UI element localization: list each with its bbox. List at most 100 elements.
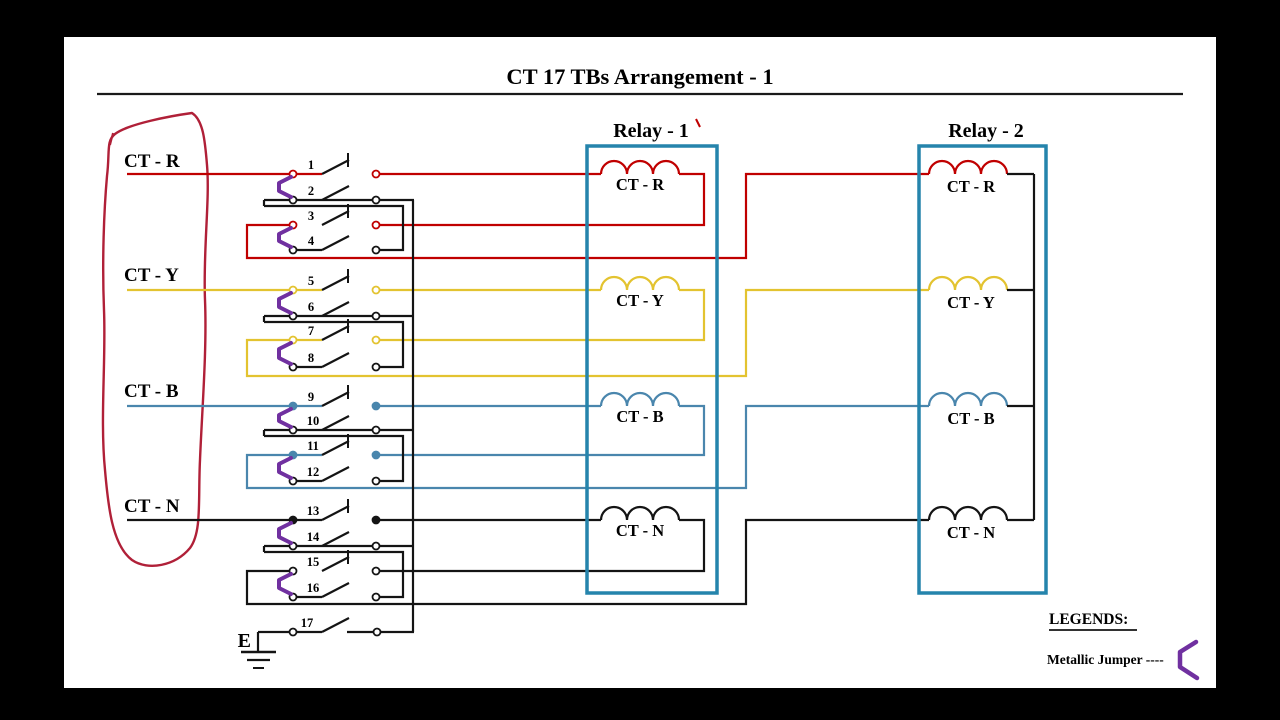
coil <box>927 505 1009 521</box>
terminal-circle <box>371 566 381 576</box>
terminal-number: 11 <box>307 439 319 453</box>
relay1-coil-label-n: CT - N <box>616 521 664 540</box>
wire <box>264 550 405 599</box>
terminal-number: 12 <box>307 465 320 479</box>
terminal-number: 16 <box>307 581 320 595</box>
metallic-jumper <box>277 456 293 480</box>
wire <box>379 172 706 227</box>
terminal-number: 14 <box>307 530 320 544</box>
relay-1-box <box>585 144 719 595</box>
terminal-numbers: 1 2 3 4 5 6 7 8 9 10 11 12 13 14 15 16 1… <box>301 158 320 630</box>
terminal-circle <box>371 401 381 411</box>
switch-blade <box>321 617 350 633</box>
legend-heading: LEGENDS: <box>1049 611 1128 628</box>
ct-input-label-n: CT - N <box>124 496 180 517</box>
terminal-number: 10 <box>307 414 320 428</box>
switch-blade <box>321 210 350 226</box>
switch-blade <box>321 391 350 407</box>
terminal-circle <box>371 245 381 255</box>
earth-label: E <box>238 630 251 652</box>
relay1-coil-label-r: CT - R <box>616 175 665 194</box>
relay-2-box <box>917 144 1048 595</box>
annotation-circle <box>101 111 209 567</box>
legend-jumper-label: Metallic Jumper ---- <box>1047 652 1164 667</box>
terminal-circle <box>371 476 381 486</box>
switch-blade <box>321 582 350 598</box>
coil <box>599 505 681 521</box>
wire <box>264 434 405 483</box>
switch-blade <box>321 440 350 456</box>
terminal-number: 2 <box>308 184 314 198</box>
wire <box>245 404 929 490</box>
switch-blade <box>321 235 350 251</box>
terminal-17-earth-row: E <box>238 200 415 669</box>
metallic-jumper <box>277 407 293 429</box>
terminal-circle <box>371 195 381 205</box>
terminal-circle <box>371 541 381 551</box>
relay2-coil-label-b: CT - B <box>947 409 994 428</box>
ct-input-label-y: CT - Y <box>124 265 179 286</box>
metallic-jumper <box>277 521 293 545</box>
metallic-jumper <box>277 291 293 315</box>
relay-1-title: Relay - 1 <box>613 120 689 142</box>
stray-tick-mark <box>695 118 701 128</box>
switch-blade <box>321 352 350 368</box>
terminal-circle <box>371 220 381 230</box>
metallic-jumper-icon <box>1177 639 1200 681</box>
wire <box>379 518 706 573</box>
switch-blade <box>321 466 350 482</box>
relay1-coil-label-b: CT - B <box>616 407 663 426</box>
wire <box>264 320 405 369</box>
terminal-group-b <box>127 385 1034 490</box>
metallic-jumper <box>277 341 293 366</box>
terminal-circle <box>288 627 298 637</box>
terminal-number: 1 <box>308 158 314 172</box>
terminal-circle <box>371 311 381 321</box>
legend: LEGENDS: Metallic Jumper ---- <box>1047 611 1200 681</box>
ct-input-label-r: CT - R <box>124 151 180 172</box>
page-title: CT 17 TBs Arrangement - 1 <box>506 64 773 89</box>
terminal-number: 15 <box>307 555 320 569</box>
wire <box>245 172 929 260</box>
relay2-coil-label-y: CT - Y <box>947 293 995 312</box>
switch-blade <box>321 275 350 291</box>
wire <box>379 288 706 342</box>
terminal-circle <box>372 627 382 637</box>
terminal-number: 13 <box>307 504 320 518</box>
switch-blade <box>321 325 350 341</box>
terminal-circle <box>371 425 381 435</box>
switch-blade <box>321 415 350 431</box>
terminal-circle <box>371 515 381 525</box>
terminal-number: 17 <box>301 616 314 630</box>
terminal-circle <box>371 335 381 345</box>
terminal-group-r <box>127 153 1034 260</box>
terminal-number: 8 <box>308 351 314 365</box>
terminal-number: 3 <box>308 209 314 223</box>
metallic-jumper <box>277 572 293 596</box>
coil <box>927 391 1009 407</box>
switch-blade <box>321 301 350 317</box>
coil <box>599 391 681 407</box>
wire <box>245 518 929 606</box>
switch-blade <box>321 505 350 521</box>
metallic-jumpers <box>277 175 293 596</box>
switch-blade <box>321 185 350 201</box>
switch-blade <box>321 531 350 547</box>
terminal-circle <box>371 362 381 372</box>
metallic-jumper <box>277 226 293 249</box>
relay2-coil-label-n: CT - N <box>947 523 995 542</box>
terminal-number: 6 <box>308 300 314 314</box>
terminal-number: 5 <box>308 274 314 288</box>
terminal-circle <box>371 285 381 295</box>
switch-blade <box>321 159 350 175</box>
relay-2-title: Relay - 2 <box>948 120 1024 142</box>
wire <box>245 288 929 378</box>
terminal-number: 7 <box>308 324 314 338</box>
switch-blade <box>321 556 350 572</box>
terminal-circle <box>371 450 381 460</box>
terminal-number: 9 <box>308 390 314 404</box>
terminal-number: 4 <box>308 234 315 248</box>
coil <box>927 275 1009 291</box>
